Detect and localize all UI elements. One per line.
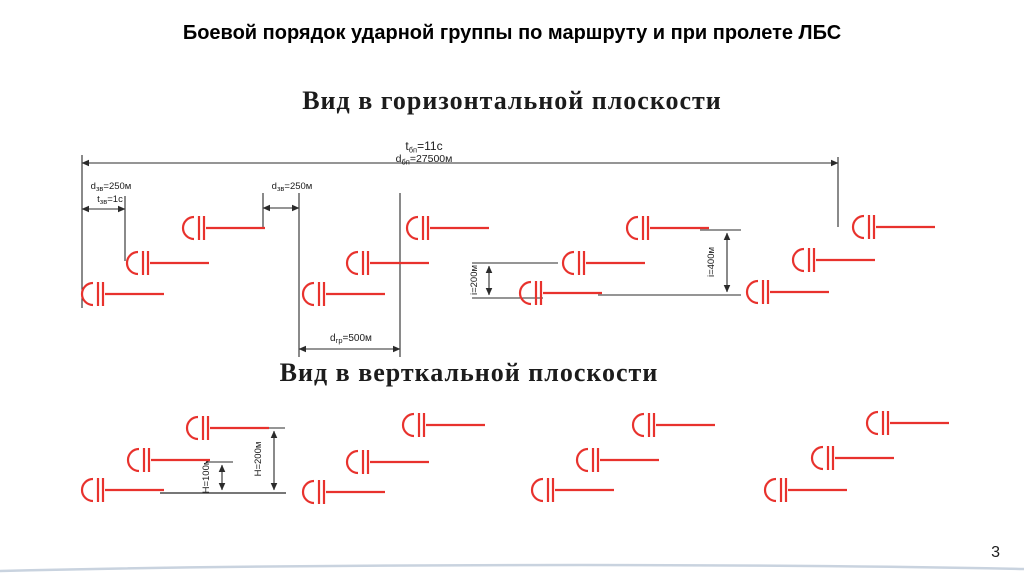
aircraft-symbol [530, 476, 616, 504]
label-altitude-low: H=100м [201, 459, 212, 494]
label-total-time: tбп=11с [405, 139, 442, 155]
label-total-distance: dбп=27500м [396, 153, 453, 167]
label-group-distance: dгр=500м [330, 333, 372, 345]
aircraft-symbol [791, 246, 877, 274]
aircraft-symbol [625, 214, 711, 242]
aircraft-symbol [561, 249, 647, 277]
aircraft-symbol [181, 214, 267, 242]
aircraft-symbol [631, 411, 717, 439]
aircraft-symbol [405, 214, 491, 242]
slide-title: Боевой порядок ударной группы по маршрут… [182, 22, 842, 44]
horizontal-view-aircraft-group [80, 213, 937, 308]
aircraft-symbol [763, 476, 849, 504]
aircraft-symbol [345, 249, 431, 277]
aircraft-symbol [745, 278, 831, 306]
footer-curve-decoration [0, 563, 1024, 573]
label-interval-small: i=200м [469, 265, 480, 295]
aircraft-symbol [810, 444, 896, 472]
aircraft-symbol [301, 280, 387, 308]
label-pair-time: tзв=1с [97, 194, 123, 206]
horizontal-view-dimensions: tбп=11с dбп=27500м dзв=250м tзв=1с dзв=2… [81, 139, 839, 357]
aircraft-symbol [518, 279, 604, 307]
label-pair-distance: dзв=250м [91, 181, 132, 193]
aircraft-symbol [185, 414, 271, 442]
aircraft-symbol [126, 446, 212, 474]
aircraft-symbol [80, 476, 166, 504]
page-number: 3 [991, 544, 1000, 561]
aircraft-symbol [80, 280, 166, 308]
aircraft-symbol [401, 411, 487, 439]
aircraft-symbol [301, 478, 387, 506]
label-interval-large: i=400м [706, 247, 717, 277]
aircraft-symbol [575, 446, 661, 474]
aircraft-symbol [345, 448, 431, 476]
vertical-view-aircraft-group [80, 409, 951, 506]
aircraft-symbol [125, 249, 211, 277]
label-flight-distance: dзв=250м [272, 181, 313, 193]
vertical-view-title: Вид в верткальной плоскости [279, 358, 659, 387]
aircraft-symbol [851, 213, 937, 241]
horizontal-view-title: Вид в горизонтальной плоскости [302, 86, 722, 115]
aircraft-symbol [865, 409, 951, 437]
label-altitude-high: H=200м [253, 442, 264, 477]
